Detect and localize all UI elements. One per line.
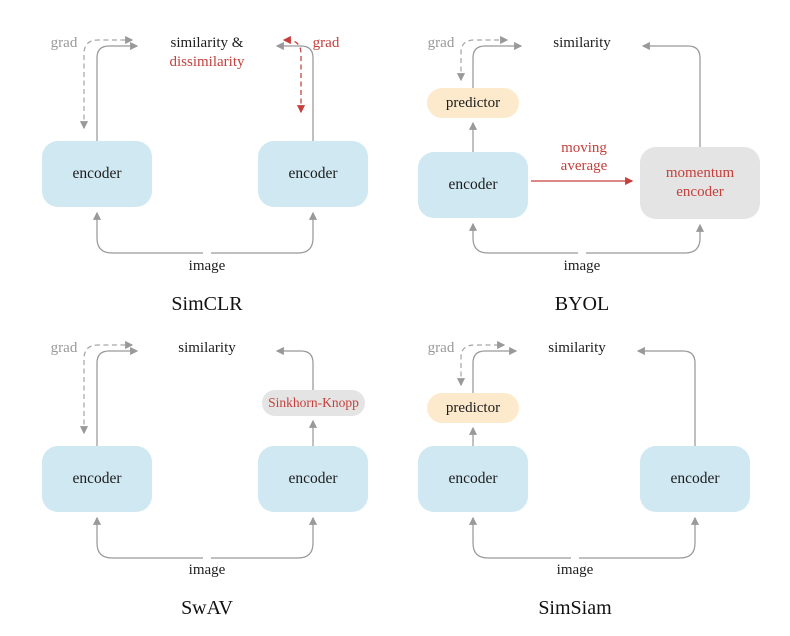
arrow-encoder-to-loss-simclr-right: [275, 41, 314, 141]
encoder-box-simsiam-left: encoder: [418, 446, 528, 512]
panel-title-swav: SwAV: [181, 597, 233, 619]
encoder-box-simclr-left: encoder: [42, 141, 152, 207]
momentum-encoder-line1: momentum: [665, 165, 735, 181]
moving-average-line1: moving: [561, 140, 607, 156]
image-label-simsiam: image: [556, 562, 594, 578]
loss-dissimilarity-line: dissimilarity: [169, 54, 245, 70]
grad-label-simsiam: grad: [427, 340, 455, 356]
grad-arrow-simclr-left: [79, 35, 134, 130]
loss-label-byol: similarity: [553, 35, 611, 51]
grad-label-simclr-left: grad: [50, 35, 78, 51]
predictor-box-simsiam: predictor: [427, 393, 519, 423]
panel-title-simsiam: SimSiam: [538, 597, 612, 619]
moving-average-line2: average: [560, 158, 608, 174]
grad-arrow-simsiam: [456, 340, 506, 387]
image-label-swav: image: [188, 562, 226, 578]
momentum-encoder-box-byol: momentum encoder: [640, 147, 760, 219]
predictor-box-byol: predictor: [427, 88, 519, 118]
arrow-encoder-to-loss-simsiam-right: [636, 346, 696, 446]
image-arrow-simclr-right: [211, 211, 318, 254]
moving-average-label-byol: moving average: [537, 139, 631, 175]
encoder-box-simsiam-right: encoder: [640, 446, 750, 512]
loss-label-simclr: similarity & dissimilarity: [147, 34, 267, 72]
arrow-encoder-to-loss-swav-left: [96, 346, 139, 446]
momentum-encoder-line2: encoder: [676, 184, 724, 200]
loss-label-simsiam: similarity: [548, 340, 606, 356]
encoder-box-simclr-right: encoder: [258, 141, 368, 207]
grad-label-byol: grad: [427, 35, 455, 51]
grad-label-simclr-right: grad: [312, 35, 340, 51]
image-arrow-simsiam-right: [579, 516, 700, 559]
grad-arrow-simclr-right: [282, 35, 306, 114]
arrow-momentum-to-loss-byol: [641, 41, 701, 147]
arrow-predictor-to-loss-simsiam: [472, 346, 518, 393]
arrow-sinkhorn-to-loss-swav: [275, 346, 314, 390]
grad-label-swav: grad: [50, 340, 78, 356]
grad-arrow-byol: [456, 35, 509, 82]
image-arrow-swav-right: [211, 516, 318, 559]
image-arrow-simclr-left: [92, 211, 203, 254]
encoder-box-swav-left: encoder: [42, 446, 152, 512]
image-label-byol: image: [563, 258, 601, 274]
arrow-encoder-to-loss-simclr-left: [96, 41, 139, 141]
encoder-box-byol: encoder: [418, 152, 528, 218]
image-arrow-simsiam-left: [468, 516, 571, 559]
image-arrow-byol-right: [586, 223, 705, 254]
sinkhorn-knopp-box-swav: Sinkhorn-Knopp: [262, 390, 365, 416]
arrow-predictor-to-loss-byol: [472, 41, 523, 88]
image-arrow-swav-left: [92, 516, 203, 559]
encoder-box-swav-right: encoder: [258, 446, 368, 512]
image-label-simclr: image: [188, 258, 226, 274]
image-arrow-byol-left: [468, 222, 578, 254]
panel-title-byol: BYOL: [554, 293, 610, 315]
loss-label-swav: similarity: [178, 340, 236, 356]
grad-arrow-swav: [79, 340, 134, 435]
panel-title-simclr: SimCLR: [171, 293, 243, 315]
loss-similarity-line: similarity &: [170, 35, 244, 51]
